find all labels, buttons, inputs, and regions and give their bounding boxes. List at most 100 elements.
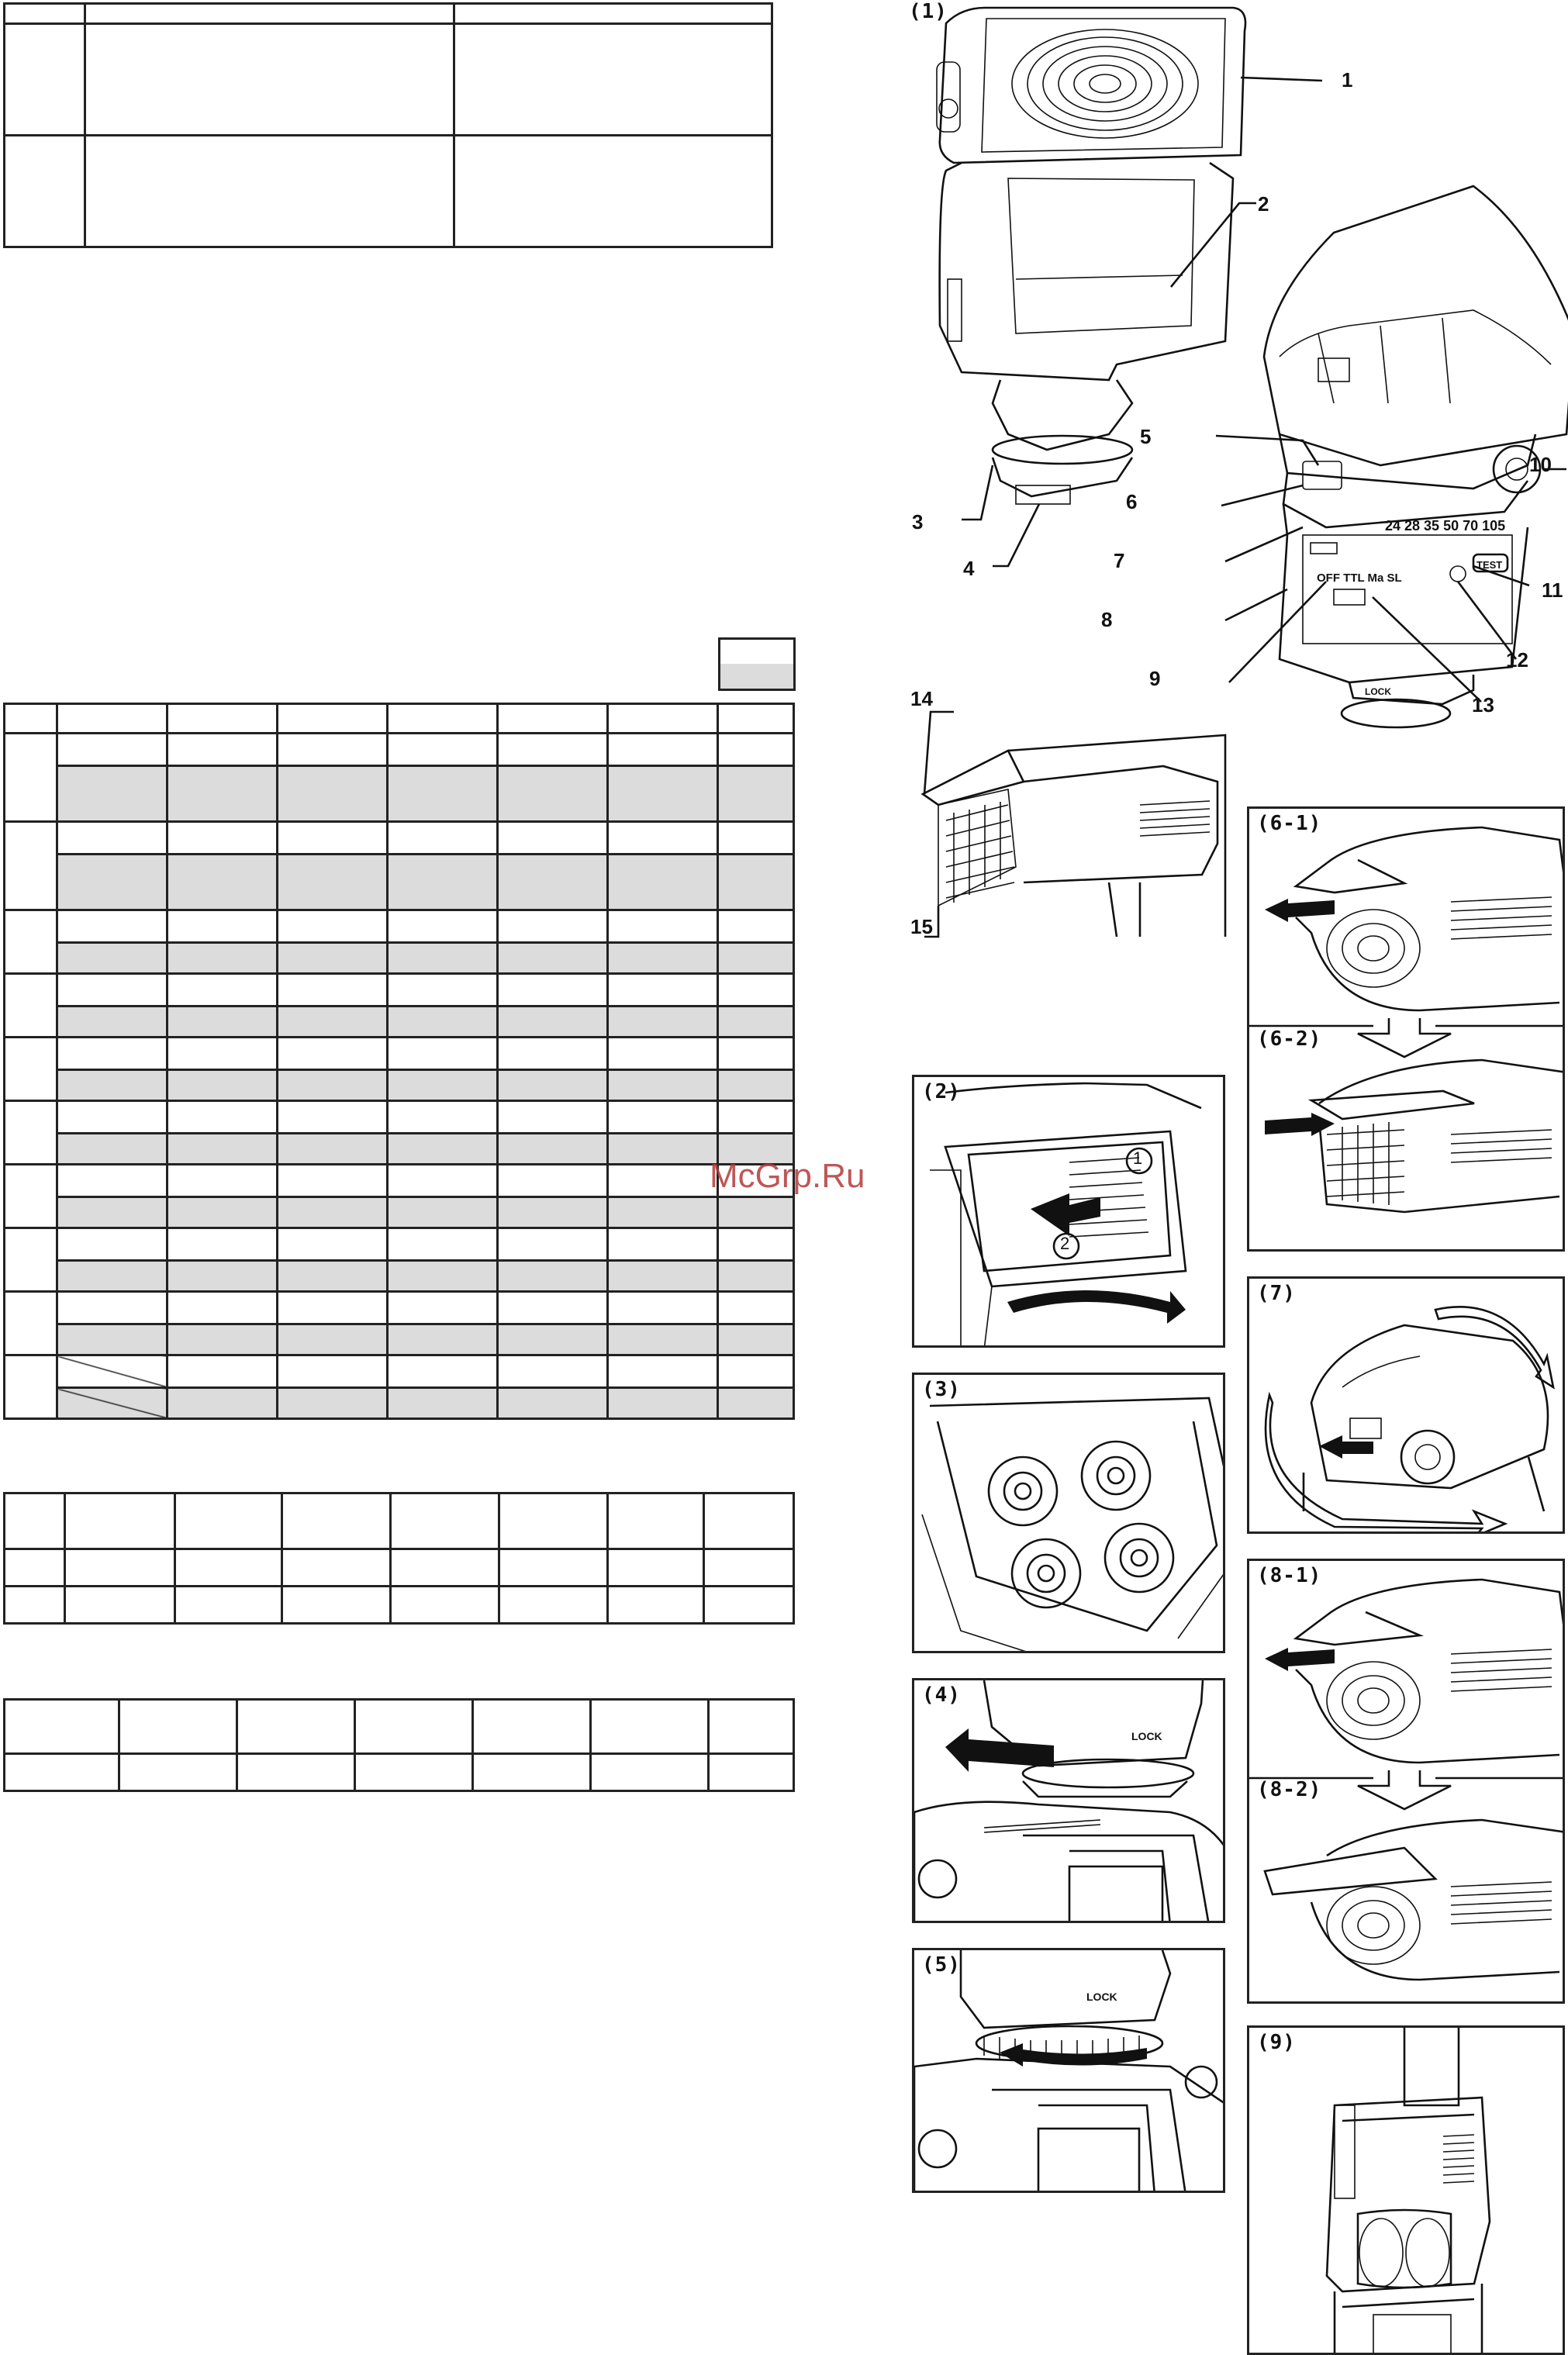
callout-14: 14 (910, 687, 933, 710)
table-row (5, 941, 795, 975)
table-cell (64, 1492, 176, 1550)
table-cell (166, 1227, 278, 1262)
table-cell (84, 134, 455, 248)
table-cell (56, 1386, 168, 1420)
step-circle-2: 2 (1060, 1234, 1070, 1253)
table-cell (606, 1036, 719, 1071)
table-cell (354, 1698, 474, 1755)
table-cell (717, 1132, 795, 1165)
filter-illustration (920, 710, 1227, 938)
table-cell (3, 972, 58, 1038)
callout-11: 11 (1542, 578, 1563, 602)
table-cell (606, 1227, 719, 1262)
table-row (3, 1227, 795, 1293)
table-cell (276, 972, 389, 1007)
table-cell (56, 1005, 168, 1038)
table-cell (281, 1492, 392, 1550)
table-cell (606, 1354, 719, 1389)
table-cell (166, 732, 278, 767)
table-cell (717, 941, 795, 975)
table-cell (386, 1290, 499, 1325)
table-cell (471, 1698, 592, 1755)
table-cell (496, 1227, 609, 1262)
figure-panel-5: (5) LOCK (912, 1948, 1225, 2193)
table-cell (354, 1752, 474, 1792)
table-row (3, 1163, 795, 1229)
callout-3: 3 (912, 510, 924, 534)
table-cell (276, 1259, 389, 1293)
table-cell (166, 1323, 278, 1356)
table-cell (276, 909, 389, 944)
table-row (3, 703, 795, 734)
table-cell (3, 1036, 58, 1102)
table-cell (281, 1585, 392, 1625)
table-cell (496, 909, 609, 944)
table-cell (3, 134, 86, 248)
table-cell (606, 820, 719, 855)
table-cell (453, 2, 773, 25)
legend-white-box (718, 637, 796, 667)
table-cell (276, 941, 389, 975)
table-cell (281, 1548, 392, 1587)
watermark: McGrp.Ru (710, 1157, 865, 1195)
table-cell (56, 941, 168, 975)
table-cell (166, 1386, 278, 1420)
table-cell (717, 1227, 795, 1262)
table-cell (166, 909, 278, 944)
table-cell (606, 732, 719, 767)
table-cell (276, 1069, 389, 1102)
table-cell (56, 1163, 168, 1198)
table-cell (166, 820, 278, 855)
table-cell (236, 1752, 356, 1792)
table-cell (386, 941, 499, 975)
table-cell (606, 1005, 719, 1038)
table-cell (386, 1227, 499, 1262)
table-cell (717, 1196, 795, 1229)
table-cell (166, 1163, 278, 1198)
test-button-text: TEST (1476, 559, 1502, 571)
table-cell (56, 1036, 168, 1071)
table-cell (717, 972, 795, 1007)
table-cell (3, 1585, 66, 1625)
table-cell (56, 909, 168, 944)
callout-6: 6 (1126, 490, 1138, 513)
table-cell (606, 1323, 719, 1356)
callout-5: 5 (1140, 425, 1152, 448)
table-cell (717, 1005, 795, 1038)
table-guide-numbers (3, 703, 795, 1420)
figure-label-8-1: (8-1) (1257, 1564, 1322, 1587)
table-cell (498, 1585, 609, 1625)
callout-15: 15 (910, 915, 933, 938)
table-cell (386, 820, 499, 855)
zoom-scale-text: 24 28 35 50 70 105 (1385, 518, 1505, 534)
figure-label-1: (1) (909, 0, 948, 23)
table-cell (84, 2, 455, 25)
table-cell (174, 1585, 283, 1625)
table-cell (84, 22, 455, 136)
table-cell (56, 1259, 168, 1293)
lock-text-2: LOCK (1131, 1730, 1162, 1742)
table-cell (56, 1100, 168, 1134)
table-cell (166, 972, 278, 1007)
table-cell (717, 703, 795, 734)
table-cell (64, 1548, 176, 1587)
table-cell (496, 765, 609, 823)
table-cell (3, 1548, 66, 1587)
table-cell (589, 1752, 710, 1792)
table-cell (386, 1259, 499, 1293)
table-cell (606, 1259, 719, 1293)
figure-panel-6: (6-1) (6-2) (1247, 806, 1565, 1252)
table-row (5, 1259, 795, 1293)
lock-text-3: LOCK (1086, 1991, 1117, 2003)
flash-front-illustration: 24 28 35 50 70 105 OFF TTL Ma SL TEST LO… (936, 6, 1568, 729)
figure-panel-8: (8-1) (8-2) (1247, 1559, 1565, 2004)
table-cell (386, 972, 499, 1007)
table-cell (276, 1227, 389, 1262)
table-row (5, 1132, 795, 1165)
table-cell (3, 1698, 120, 1755)
callout-9: 9 (1149, 667, 1161, 690)
table-cell (276, 1036, 389, 1071)
table-cell (496, 1259, 609, 1293)
step-circle-1: 1 (1133, 1148, 1143, 1168)
figure-label-6-1: (6-1) (1257, 812, 1322, 835)
